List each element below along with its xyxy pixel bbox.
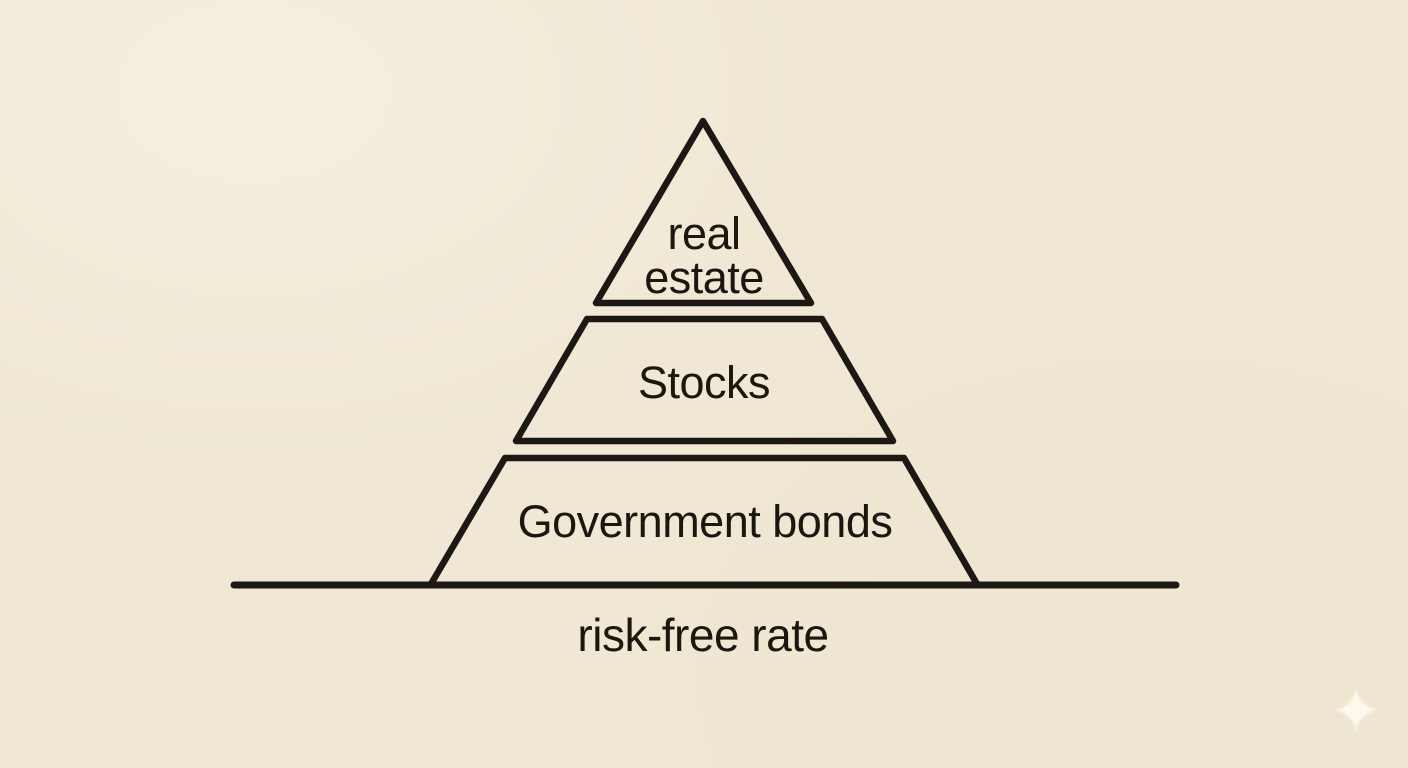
tier-government-bonds-shape [428, 454, 980, 586]
sparkle-icon [1335, 688, 1377, 732]
tier-stocks-label: Stocks [638, 357, 770, 408]
tier-real-estate-label-line2: estate [644, 252, 764, 303]
tier-stocks-shape [512, 315, 897, 445]
risk-free-rate-label: risk-free rate [577, 609, 828, 661]
tier-real-estate-label-line1: real [667, 208, 740, 259]
tier-real-estate-shape [592, 117, 815, 307]
tier-government-bonds-label: Government bonds [518, 496, 893, 547]
